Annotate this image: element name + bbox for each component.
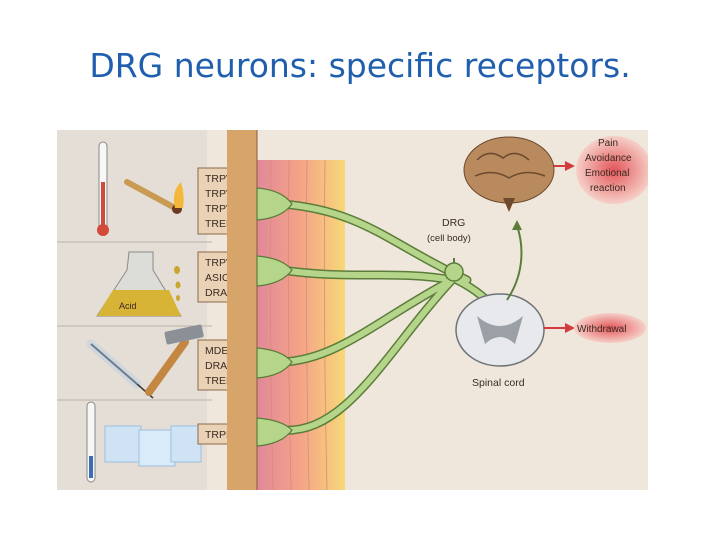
brain-output-label: Emotional [585,168,629,179]
receptor-terminals [256,187,293,447]
match-flame-icon [124,179,184,214]
withdrawal-label: Withdrawal [577,324,626,335]
brain-output-arrow-icon [565,161,575,171]
drg-sublabel: (cell body) [427,233,471,244]
cold-thermometer-icon [86,401,96,483]
ascending-arrow-icon [512,220,522,230]
ascending-pathway [506,225,523,301]
receptor-label: ASIC [205,272,230,284]
withdrawal-arrow-icon [565,323,575,333]
brain-output-label: Pain [598,138,618,149]
drg-label: DRG [442,217,465,229]
brain-output-label: Avoidance [585,153,632,164]
slide-title: DRG neurons: specific receptors. [89,46,631,85]
sensory-neuron-fill [279,201,500,434]
acid-label: Acid [119,301,137,311]
flask-icon: Acid [96,251,182,317]
hammer-icon [145,324,204,396]
spinal-cord [455,293,545,367]
stimulus-column [57,241,212,401]
drg-cell-body [444,262,464,282]
brain-output-label: reaction [590,183,626,194]
ice-icon [104,425,202,467]
drg-receptor-diagram: Acid TRPV1 TRPV2 TRPV3 TREK-1 TRPV1 ASIC… [57,130,648,490]
brain-icon [463,136,555,212]
thermometer-icon [97,141,109,236]
spinal-cord-label: Spinal cord [472,377,525,389]
